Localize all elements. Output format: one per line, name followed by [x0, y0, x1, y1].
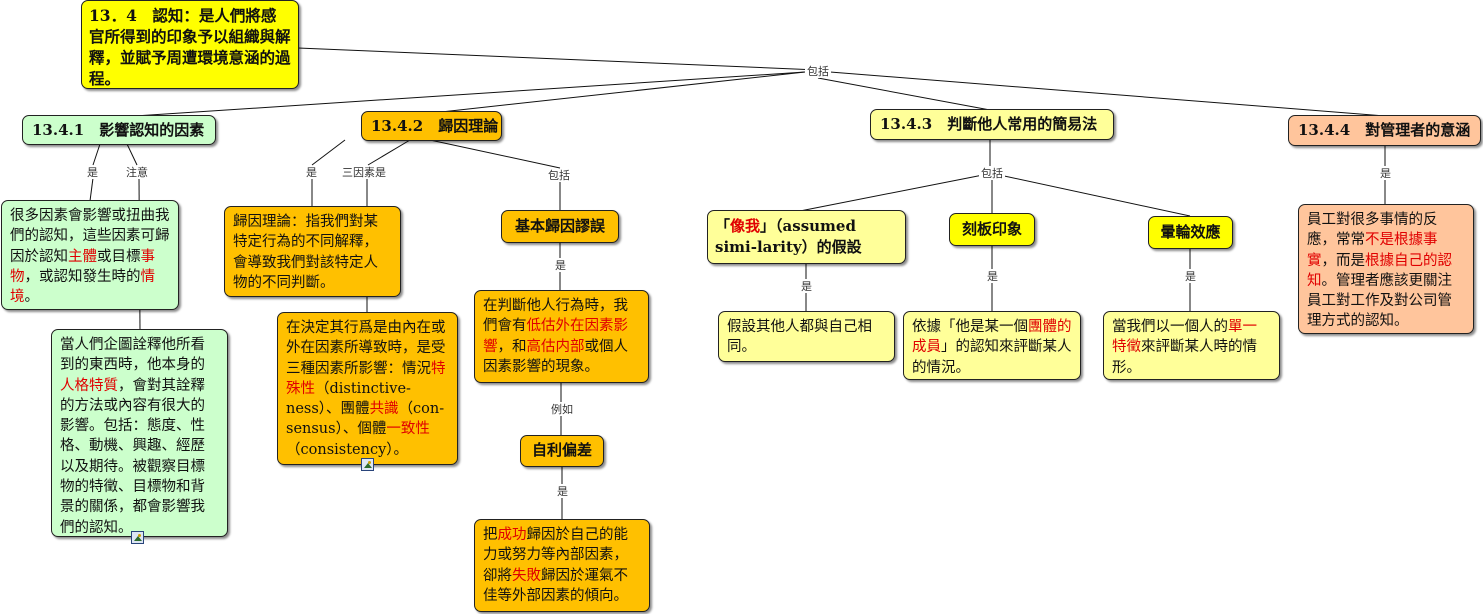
halo-effect[interactable]: 暈輪效應 [1148, 216, 1233, 249]
highlight-subject: 主體 [68, 248, 97, 265]
concept-13-4-1[interactable]: 13.4.1 影響認知的因素 [22, 115, 216, 145]
highlight-own-perception: 根據自己的認知 [1307, 252, 1452, 289]
halo-description[interactable]: 當我們以一個人的單一特徵來評斷某人時的情形。 [1103, 311, 1280, 380]
sb-description[interactable]: 把成功歸因於自己的能力或努力等內部因素，卻將失敗歸因於運氣不佳等外部因素的傾向。 [474, 519, 650, 612]
link-n2-three [367, 139, 411, 166]
management-implication[interactable]: 員工對很多事情的反應，常常不是根據事實，而是根據自己的認知。管理者應該更關注員工… [1298, 204, 1474, 334]
factors-box[interactable]: 很多因素會影響或扭曲我們的認知，這些因素可歸因於認知主體或目標事物，或認知發生時… [1, 200, 179, 310]
link-hub-n4 [829, 71, 1386, 117]
self-serving-bias[interactable]: 自利偏差 [520, 435, 604, 467]
assumed-similarity[interactable]: 「像我」（assumed simi-larity）的假設 [707, 210, 906, 264]
link-n1-note [126, 143, 138, 166]
fundamental-attribution-error[interactable]: 基本歸因謬誤 [501, 210, 619, 243]
link-label-n2-includes: 包括 [546, 169, 572, 182]
link-includes-halo [994, 173, 1191, 217]
link-n1-is [92, 143, 101, 166]
link-root-hub [297, 47, 819, 71]
link-hub-n1 [119, 71, 806, 118]
concept-13-4-3-title: 13.4.3 判斷他人常用的簡易法 [880, 115, 1098, 133]
similarity-description[interactable]: 假設其他人都與自己相同。 [718, 311, 895, 362]
highlight-underestimate-external: 低估外在因素影響 [483, 318, 628, 355]
link-label-n3-includes: 包括 [979, 167, 1005, 180]
image-icon[interactable] [131, 531, 144, 544]
link-label-fae-eg: 例如 [549, 403, 575, 416]
image-icon[interactable] [361, 458, 374, 471]
link-label-fae-is: 是 [553, 259, 568, 272]
highlight-not-fact: 不是根據事實 [1307, 232, 1438, 269]
link-label-stereo-is: 是 [985, 270, 1000, 283]
highlight-failure: 失敗 [512, 567, 541, 584]
concept-13-4-1-title: 13.4.1 影響認知的因素 [32, 121, 205, 139]
link-label-sb-is: 是 [555, 485, 570, 498]
highlight-consensus: 共識 [369, 401, 399, 418]
link-n2-is [311, 139, 346, 166]
link-n2-includes [429, 139, 561, 169]
highlight-distinctiveness: 特殊性 [286, 360, 446, 397]
highlight-like-me: 像我 [730, 217, 761, 235]
concept-13-4-2[interactable]: 13.4.2 歸因理論 [361, 111, 502, 141]
highlight-situation: 情境 [10, 268, 155, 306]
link-label-n2-is: 是 [304, 166, 319, 179]
concept-13-4-2-title: 13.4.2 歸因理論 [371, 117, 499, 135]
link-label-halo-is: 是 [1183, 270, 1198, 283]
link-hub-n2 [431, 71, 806, 114]
concept-13-4-4-title: 13.4.4 對管理者的意涵 [1298, 121, 1471, 139]
link-label-n1-note: 注意 [124, 166, 150, 179]
highlight-overestimate-internal: 高估内部 [526, 338, 585, 355]
highlight-target: 事物 [10, 248, 155, 285]
root-concept[interactable]: 13．4 認知：是人們將感官所得到的印象予以組織與解釋，並賦予周遭環境意涵的過程… [81, 0, 299, 89]
note-box[interactable]: 當人們企圖詮釋他所看到的東西時，他本身的人格特質，會對其詮釋的方法或內容有很大的… [51, 329, 228, 537]
link-label-n2-three: 三因素是 [340, 166, 388, 179]
root-concept-text: 13．4 認知：是人們將感官所得到的印象予以組織與解釋，並賦予周遭環境意涵的過程… [89, 6, 291, 88]
link-label-root-includes: 包括 [805, 65, 831, 78]
concept-13-4-4[interactable]: 13.4.4 對管理者的意涵 [1288, 115, 1481, 146]
link-is-factors [89, 177, 94, 202]
three-factors-box[interactable]: 在決定其行爲是由內在或外在因素所導致時，是受三種因素所影響：情況特殊性（dist… [277, 312, 458, 465]
link-label-like-is: 是 [799, 280, 814, 293]
link-label-n1-is: 是 [85, 166, 100, 179]
link-hub-n3 [817, 77, 991, 111]
concept-13-4-3[interactable]: 13.4.3 判斷他人常用的簡易法 [870, 109, 1114, 140]
stereotyping[interactable]: 刻板印象 [949, 213, 1035, 246]
link-includes-like [799, 173, 989, 212]
highlight-single-trait: 單一特徵 [1112, 319, 1257, 356]
highlight-personality: 人格特質 [60, 377, 118, 394]
attribution-definition[interactable]: 歸因理論：指我們對某特定行為的不同解釋，會導致我們對該特定人物的不同判斷。 [224, 206, 401, 297]
highlight-group-member: 團體的成員 [912, 319, 1072, 356]
link-label-n4-is: 是 [1378, 167, 1393, 180]
stereotype-description[interactable]: 依據「他是某一個團體的成員」的認知來評斷某人的情況。 [903, 311, 1081, 380]
highlight-consistency: 一致性 [386, 421, 430, 438]
fae-description[interactable]: 在判斷他人行為時，我們會有低估外在因素影響，和高估内部或個人因素影響的現象。 [474, 290, 649, 383]
highlight-success: 成功 [497, 527, 527, 543]
